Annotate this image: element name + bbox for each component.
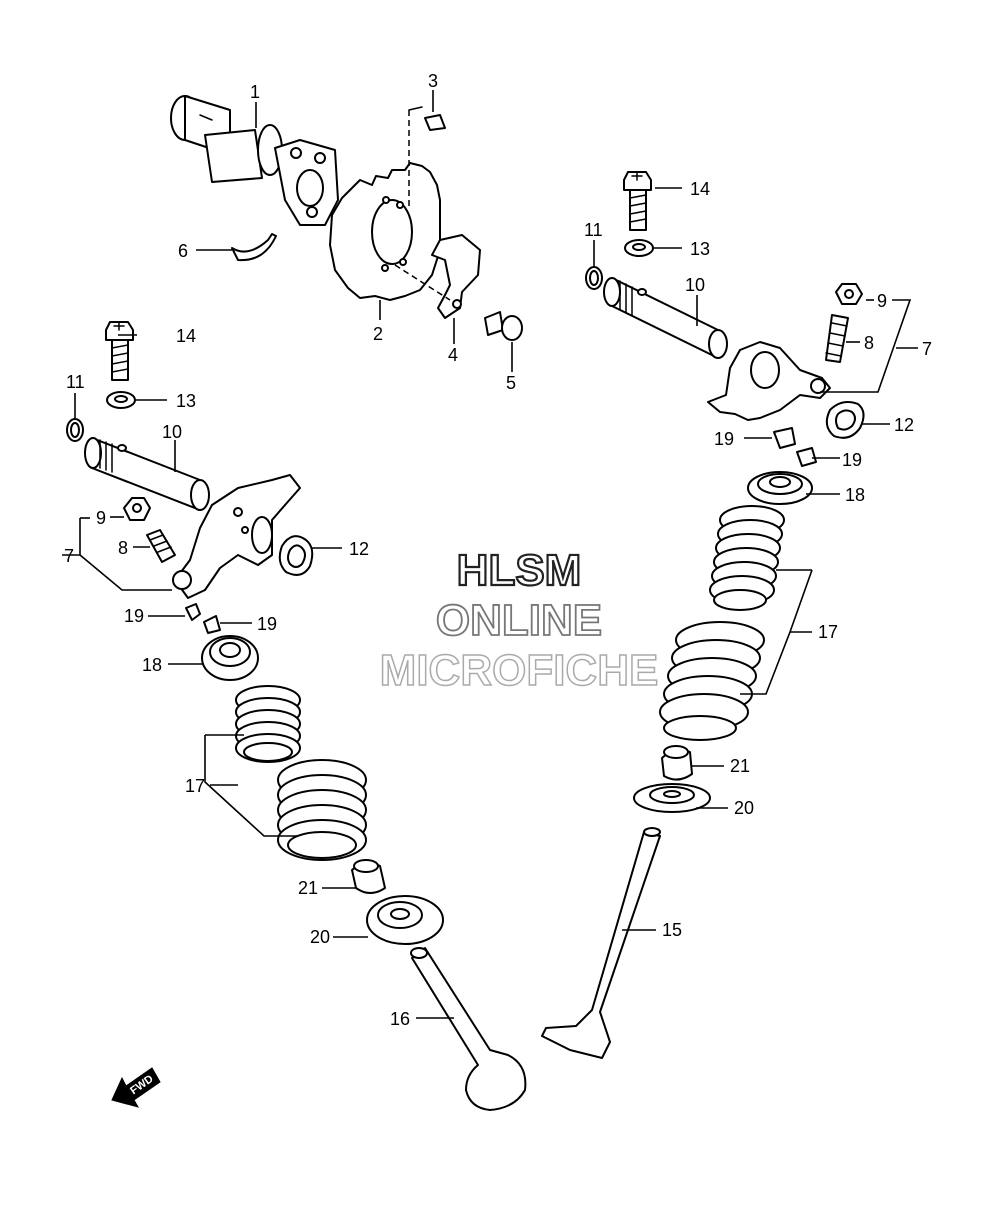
left-washer [106,391,136,409]
callout-left-8: 8 [118,538,128,558]
left-o-ring [66,418,84,442]
right-adjust-nut [835,283,863,305]
right-washer [624,239,654,257]
callout-6: 6 [178,241,188,261]
right-rocker-arm [707,341,831,421]
callout-3: 3 [428,71,438,91]
right-spring-retainer [747,471,813,505]
callout-labels: 1 2 3 4 5 6 14 13 11 10 9 8 7 12 19 19 1… [64,71,932,1029]
left-adjust-nut [123,497,151,521]
callout-right-19a: 19 [714,429,734,449]
camshaft-sprocket [329,162,441,301]
right-stem-seal [661,745,693,781]
callout-left-16: 16 [390,1009,410,1029]
left-gasket [278,535,314,576]
circlip-retainer [231,233,277,262]
callout-right-12: 12 [894,415,914,435]
left-adjust-screw [146,529,176,563]
callout-left-19b: 19 [257,614,277,634]
callout-right-8: 8 [864,333,874,353]
callout-5: 5 [506,373,516,393]
callout-left-21: 21 [298,878,318,898]
callout-left-9: 9 [96,508,106,528]
callout-left-10: 10 [162,422,182,442]
fwd-arrow-icon: FWD [111,1067,161,1108]
right-o-ring [585,266,603,290]
left-stem-seal [351,859,386,894]
left-bolt [105,321,134,381]
left-outer-spring [277,759,367,861]
callout-left-19a: 19 [124,606,144,626]
right-adjust-screw [825,314,849,363]
watermark-line-3: MICROFICHE [380,646,659,695]
camshaft [170,95,339,226]
callout-left-17: 17 [185,776,205,796]
callout-right-20: 20 [734,798,754,818]
left-rocker-shaft [84,437,210,511]
chain-guide-plate [394,234,481,319]
left-cotters [185,603,221,634]
callout-left-14: 14 [176,326,196,346]
callout-right-15: 15 [662,920,682,940]
left-rocker-arm [172,474,301,599]
sprocket-bolt [484,311,523,341]
callout-left-13: 13 [176,391,196,411]
left-inner-spring [235,685,301,763]
callout-right-18: 18 [845,485,865,505]
callout-left-11: 11 [66,372,85,392]
callout-right-10: 10 [685,275,705,295]
callout-left-7: 7 [64,546,74,566]
callout-right-21: 21 [730,756,750,776]
left-spring-retainer [201,635,259,681]
callout-4: 4 [448,345,458,365]
right-valve [541,827,661,1059]
right-rocker-shaft [603,277,728,359]
callout-2: 2 [373,324,383,344]
callout-right-17: 17 [818,622,838,642]
right-outer-spring [659,621,765,741]
watermark: HLSM ONLINE MICROFICHE [379,545,659,696]
right-inner-spring [709,505,785,611]
callout-1: 1 [250,82,260,102]
right-spring-seat [633,783,711,813]
leader-lines [62,90,918,1019]
callout-right-11: 11 [584,220,603,240]
watermark-line-1: HLSM [457,546,582,595]
callout-right-14: 14 [690,179,710,199]
callout-right-13: 13 [690,239,710,259]
left-valve [410,947,527,1111]
watermark-line-2: ONLINE [436,596,602,645]
right-gasket [825,401,865,439]
callout-left-12: 12 [349,539,369,559]
callout-left-18: 18 [142,655,162,675]
callout-right-7: 7 [922,339,932,359]
callout-left-20: 20 [310,927,330,947]
callout-right-9: 9 [877,291,887,311]
callout-right-19b: 19 [842,450,862,470]
right-bolt [623,171,652,231]
left-spring-seat [366,895,444,945]
right-cotters [773,427,817,467]
dowel-pin [408,106,446,210]
